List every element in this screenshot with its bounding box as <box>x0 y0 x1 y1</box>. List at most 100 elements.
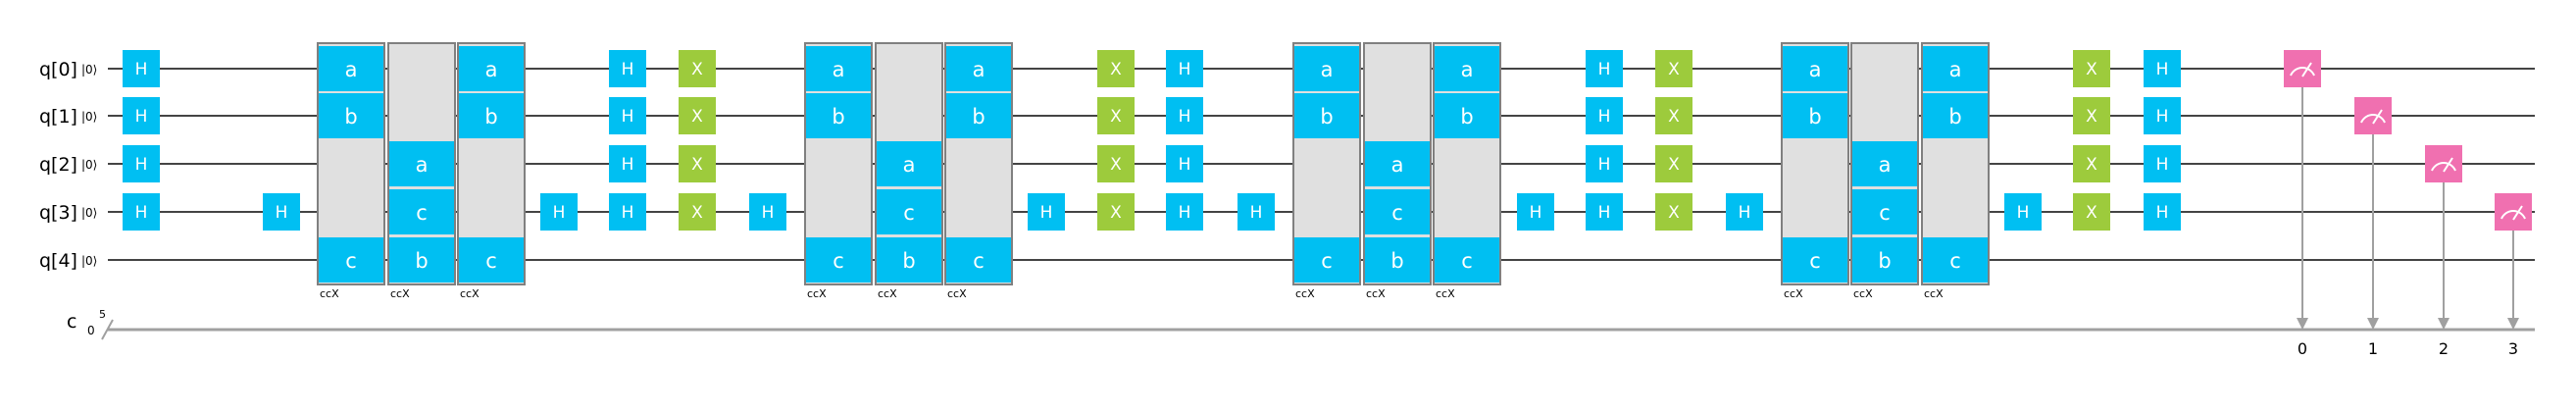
ccx-caption: ccX <box>1366 287 1386 300</box>
h-gate: H <box>123 50 160 87</box>
measure-arrow-head <box>2297 318 2308 330</box>
x-gate: X <box>679 50 716 87</box>
h-gate-label: H <box>1250 203 1263 223</box>
h-gate: H <box>123 97 160 134</box>
measure-gate: 2 <box>2425 145 2462 358</box>
init-state-4: |0⟩ <box>81 254 97 268</box>
ccx-port-box <box>1783 46 1847 91</box>
init-state-3: |0⟩ <box>81 206 97 220</box>
ccx-port-box <box>389 141 454 186</box>
ccx-port-box <box>1435 46 1499 91</box>
h-gate-box <box>1726 193 1763 231</box>
x-gate: X <box>2073 97 2110 134</box>
ccx-port-box <box>1294 237 1359 283</box>
measure-bit-index: 2 <box>2439 339 2449 358</box>
measure-bit-index: 3 <box>2508 339 2518 358</box>
x-gate-label: X <box>2086 60 2097 79</box>
ccx-port-label: a <box>485 58 498 81</box>
ccx-port-label: c <box>1879 201 1891 225</box>
ccx-port-label: a <box>345 58 358 81</box>
h-gate: H <box>1586 193 1623 231</box>
measure-bit-index: 0 <box>2298 339 2307 358</box>
h-gate-box <box>1166 50 1203 87</box>
qubit-label-2: q[2] <box>39 154 77 176</box>
h-gate-box <box>1237 193 1275 231</box>
x-gate: X <box>1097 97 1135 134</box>
ccx-port-label: a <box>1461 58 1474 81</box>
ccx-caption: ccX <box>807 287 827 300</box>
ccx-port-label: b <box>972 105 985 129</box>
h-gate: H <box>2144 193 2181 231</box>
meter-needle-icon <box>2443 157 2453 173</box>
h-gate-label: H <box>1739 203 1751 223</box>
h-gate-label: H <box>1179 60 1191 79</box>
h-gate-label: H <box>622 60 634 79</box>
h-gate-label: H <box>2017 203 2030 223</box>
ccx-port-box <box>1783 93 1847 138</box>
x-gate-label: X <box>2086 107 2097 127</box>
h-gate: H <box>1517 193 1554 231</box>
ccx-port-box <box>1365 141 1430 186</box>
h-gate-box <box>609 145 646 182</box>
ccx-port-label: a <box>1879 153 1892 177</box>
x-gate-box <box>1655 193 1692 231</box>
ccx-port-label: a <box>416 153 429 177</box>
x-gate: X <box>679 193 716 231</box>
ccx-port-box <box>1852 237 1917 283</box>
measure-box <box>2354 97 2392 134</box>
x-gate: X <box>1655 97 1692 134</box>
ccx-port-label: b <box>1808 105 1821 129</box>
h-gate: H <box>609 193 646 231</box>
ccx-port-label: c <box>416 201 428 225</box>
h-gate-box <box>609 97 646 134</box>
classical-init: 0 <box>87 324 95 337</box>
ccx-port-box <box>1365 189 1430 234</box>
h-gate: H <box>1726 193 1763 231</box>
h-gate: H <box>749 193 786 231</box>
h-gate-box <box>540 193 578 231</box>
h-gate: H <box>1166 193 1203 231</box>
ccx-port-label: b <box>832 105 844 129</box>
x-gate-box <box>1097 97 1135 134</box>
meter-needle-icon <box>2372 109 2383 125</box>
ccx-caption: ccX <box>1784 287 1803 300</box>
ccx-port-box <box>946 237 1011 283</box>
h-gate-box <box>1586 50 1623 87</box>
ccx-port-label: c <box>1949 249 1961 273</box>
x-gate-label: X <box>691 107 703 127</box>
ccx-port-box <box>806 237 871 283</box>
ccx-port-box <box>1852 141 1917 186</box>
h-gate-box <box>2144 50 2181 87</box>
ccx-port-box <box>1923 237 1988 283</box>
ccx-port-box <box>1783 237 1847 283</box>
h-gate-box <box>2144 145 2181 182</box>
h-gate-label: H <box>762 203 775 223</box>
x-gate: X <box>1655 145 1692 182</box>
init-state-1: |0⟩ <box>81 110 97 124</box>
h-gate: H <box>123 145 160 182</box>
x-gate: X <box>1097 50 1135 87</box>
h-gate: H <box>1586 145 1623 182</box>
ccx-port-box <box>1923 46 1988 91</box>
h-gate: H <box>609 97 646 134</box>
x-gate-box <box>1655 50 1692 87</box>
measure-arrow-head <box>2438 318 2450 330</box>
ccx-caption: ccX <box>878 287 897 300</box>
h-gate: H <box>1166 145 1203 182</box>
h-gate-label: H <box>1040 203 1053 223</box>
meter-needle-icon <box>2512 205 2523 221</box>
ccx-port-box <box>946 46 1011 91</box>
h-gate-label: H <box>1530 203 1542 223</box>
h-gate-box <box>1166 193 1203 231</box>
h-gate: H <box>1586 97 1623 134</box>
x-gate-label: X <box>691 203 703 223</box>
ccx-port-label: c <box>1391 201 1403 225</box>
ccx-port-label: c <box>833 249 844 273</box>
